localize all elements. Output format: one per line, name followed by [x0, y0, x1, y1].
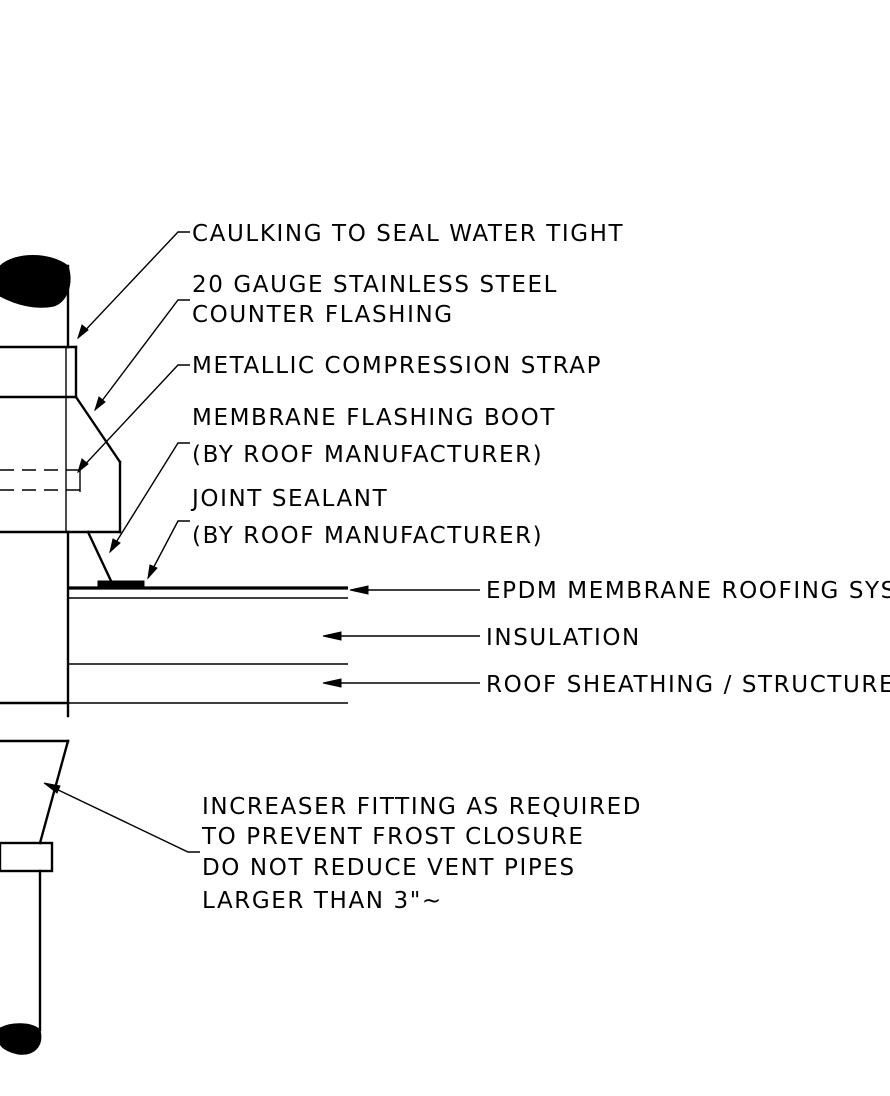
flashing-boot-label-line2: (BY ROOF MANUFACTURER)	[192, 442, 543, 468]
counter-flashing-label-line1: 20 GAUGE STAINLESS STEEL	[192, 272, 558, 298]
membrane-flashing-boot	[66, 530, 145, 718]
compression-strap	[0, 468, 81, 492]
leader-lines	[43, 231, 480, 853]
joint-sealant-label-line1: JOINT SEALANT	[190, 486, 388, 512]
epdm-membrane-label: EPDM MEMBRANE ROOFING SYSTEM	[486, 578, 890, 604]
compression-strap-label: METALLIC COMPRESSION STRAP	[192, 353, 602, 379]
increaser-note-line1: INCREASER FITTING AS REQUIRED	[202, 794, 642, 820]
lower-vent-pipe	[0, 701, 70, 1055]
increaser-note-line4: LARGER THAN 3"~	[202, 888, 443, 914]
counter-flashing-label-line2: COUNTER FLASHING	[192, 302, 454, 328]
increaser-note-line2: TO PREVENT FROST CLOSURE	[201, 824, 584, 850]
increaser-note-line3: DO NOT REDUCE VENT PIPES	[202, 855, 576, 881]
insulation-label: INSULATION	[486, 625, 641, 651]
caulking-label: CAULKING TO SEAL WATER TIGHT	[192, 221, 624, 247]
roof-sheathing-label: ROOF SHEATHING / STRUCTURE	[486, 672, 890, 698]
counter-flashing	[0, 345, 122, 534]
roof-assembly	[68, 586, 348, 704]
joint-sealant-label-line2: (BY ROOF MANUFACTURER)	[192, 523, 543, 549]
flashing-boot-label-line1: MEMBRANE FLASHING BOOT	[192, 405, 556, 431]
upper-vent-pipe	[0, 255, 71, 349]
